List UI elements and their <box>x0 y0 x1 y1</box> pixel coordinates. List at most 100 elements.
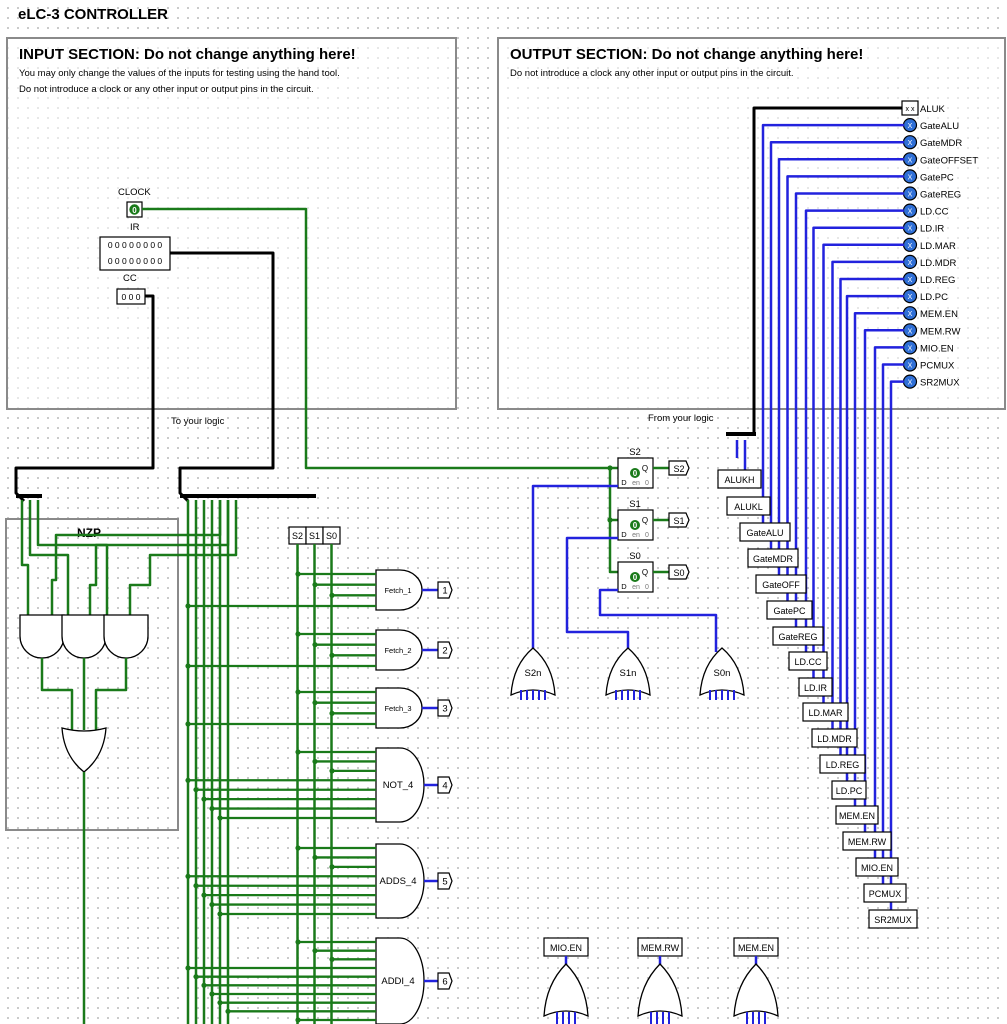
flipflop-name: S2 <box>629 447 641 458</box>
flipflop-d: D <box>621 478 627 487</box>
junction-dot <box>312 758 318 765</box>
nzp-and-p <box>103 614 149 659</box>
output-tunnel-label: PCMUX <box>869 889 902 899</box>
junction-dot <box>185 663 191 669</box>
flipflop-zero: 0 <box>645 532 649 539</box>
next-state-gate-label: S0n <box>714 668 731 679</box>
gate-output-number: 5 <box>442 877 447 888</box>
flipflop-value: 0 <box>633 469 638 478</box>
output-pin-value: X <box>908 328 913 335</box>
output-pin-wire <box>889 380 904 910</box>
output-pin-label: ALUK <box>920 104 945 115</box>
output-pin-label: LD.PC <box>920 292 948 303</box>
junction-dot <box>185 777 191 783</box>
and-gate-addi-4 <box>375 937 425 1024</box>
bottom-tunnel-label: MEM.EN <box>738 943 774 953</box>
clock-wire-branch <box>608 468 618 574</box>
flipflop-en: en <box>632 532 640 539</box>
output-tunnel-label: GatePC <box>773 606 806 616</box>
cc-value: 0 0 0 <box>122 292 141 302</box>
junction-dot <box>329 592 335 598</box>
output-pin-label: GateREG <box>920 190 961 201</box>
output-pin-wire <box>822 243 904 703</box>
output-pin-label: MEM.EN <box>920 309 958 320</box>
flipflop-q: Q <box>642 568 648 577</box>
output-pin-label: GatePC <box>920 172 954 183</box>
output-section-heading: OUTPUT SECTION: Do not change anything h… <box>510 46 864 63</box>
wire <box>88 500 230 615</box>
state-tunnel-label: S0 <box>326 531 337 541</box>
junction-dot <box>295 631 301 637</box>
output-tunnel-label: GateREG <box>778 632 817 642</box>
clock-wire <box>142 207 610 470</box>
junction-dot <box>201 982 207 988</box>
and-gate-label: ADDI_4 <box>381 976 414 987</box>
junction-dot <box>295 749 301 755</box>
to-your-logic-label: To your logic <box>171 416 225 427</box>
input-section-line2: Do not introduce a clock or any other in… <box>19 84 314 95</box>
output-pin-wire <box>863 329 904 832</box>
output-pin-wire <box>853 311 904 806</box>
output-pin-label: MIO.EN <box>920 343 954 354</box>
junction-dot <box>225 1008 231 1014</box>
aluk-value: x x <box>906 106 915 113</box>
bottom-or-gate-mem-en <box>733 963 779 1018</box>
output-pin-value: X <box>908 226 913 233</box>
output-tunnel-ld-reg <box>819 754 866 774</box>
gate-output-tunnel <box>437 641 453 659</box>
wire <box>28 500 70 615</box>
output-pin-wire <box>761 123 904 523</box>
output-tunnel-label: GateALU <box>746 528 783 538</box>
input-section: INPUT SECTION: Do not change anything he… <box>6 37 457 410</box>
flipflop-name: S0 <box>629 551 641 562</box>
output-pin-value: X <box>908 174 913 181</box>
gate-output-tunnel <box>437 581 453 599</box>
junction-dot <box>295 571 301 577</box>
output-pin-wire <box>804 209 904 652</box>
ir-input-pin[interactable] <box>99 236 171 271</box>
junction-dot <box>329 768 335 774</box>
junction-dot <box>295 689 301 695</box>
output-tunnel-gatereg <box>772 626 824 646</box>
flipflop-d: D <box>621 530 627 539</box>
state-tunnel-label: S1 <box>309 531 320 541</box>
and-gate-label: NOT_4 <box>383 780 414 791</box>
junction-dot <box>185 873 191 879</box>
output-tunnel-label: MEM.RW <box>848 837 887 847</box>
gate-output-tunnel <box>437 699 453 717</box>
output-section-line1: Do not introduce a clock any other input… <box>510 68 794 79</box>
flipflop-q: Q <box>642 516 648 525</box>
junction-dot <box>193 974 199 980</box>
output-pin-value: X <box>908 277 913 284</box>
output-tunnel-label: ALUKH <box>724 475 754 485</box>
bottom-or-gate-mem-rw <box>637 963 683 1018</box>
ir-label: IR <box>130 222 140 233</box>
junction-dot <box>185 965 191 971</box>
output-tunnel-ld-ir <box>798 677 833 697</box>
output-pin-label: LD.IR <box>920 224 944 235</box>
output-tunnel-label: SR2MUX <box>874 915 912 925</box>
flipflop-q: Q <box>642 464 648 473</box>
output-tunnel-label: LD.CC <box>794 657 822 667</box>
nzp-box <box>5 518 179 831</box>
gate-output-number: 2 <box>442 646 447 657</box>
flipflop-d: D <box>621 582 627 591</box>
output-tunnel-label: GateMDR <box>753 554 794 564</box>
output-tunnel-alukl <box>726 496 771 516</box>
output-section: OUTPUT SECTION: Do not change anything h… <box>497 37 1006 410</box>
and-gate-not-4 <box>375 747 425 823</box>
ir-bus <box>170 251 275 503</box>
and-gate-fetch-1 <box>375 569 423 611</box>
junction-dot <box>607 517 613 523</box>
gate-output-number: 6 <box>442 977 447 988</box>
junction-dot <box>185 603 191 609</box>
s1-next-wire <box>565 536 630 652</box>
flipflop-value-dot <box>630 520 640 530</box>
output-pin-value: X <box>908 157 913 164</box>
wire <box>40 658 74 730</box>
junction-dot <box>312 642 318 648</box>
output-tunnel-mem-en <box>835 805 879 825</box>
output-tunnel-ld-pc <box>831 780 867 800</box>
cc-bus <box>14 294 155 503</box>
